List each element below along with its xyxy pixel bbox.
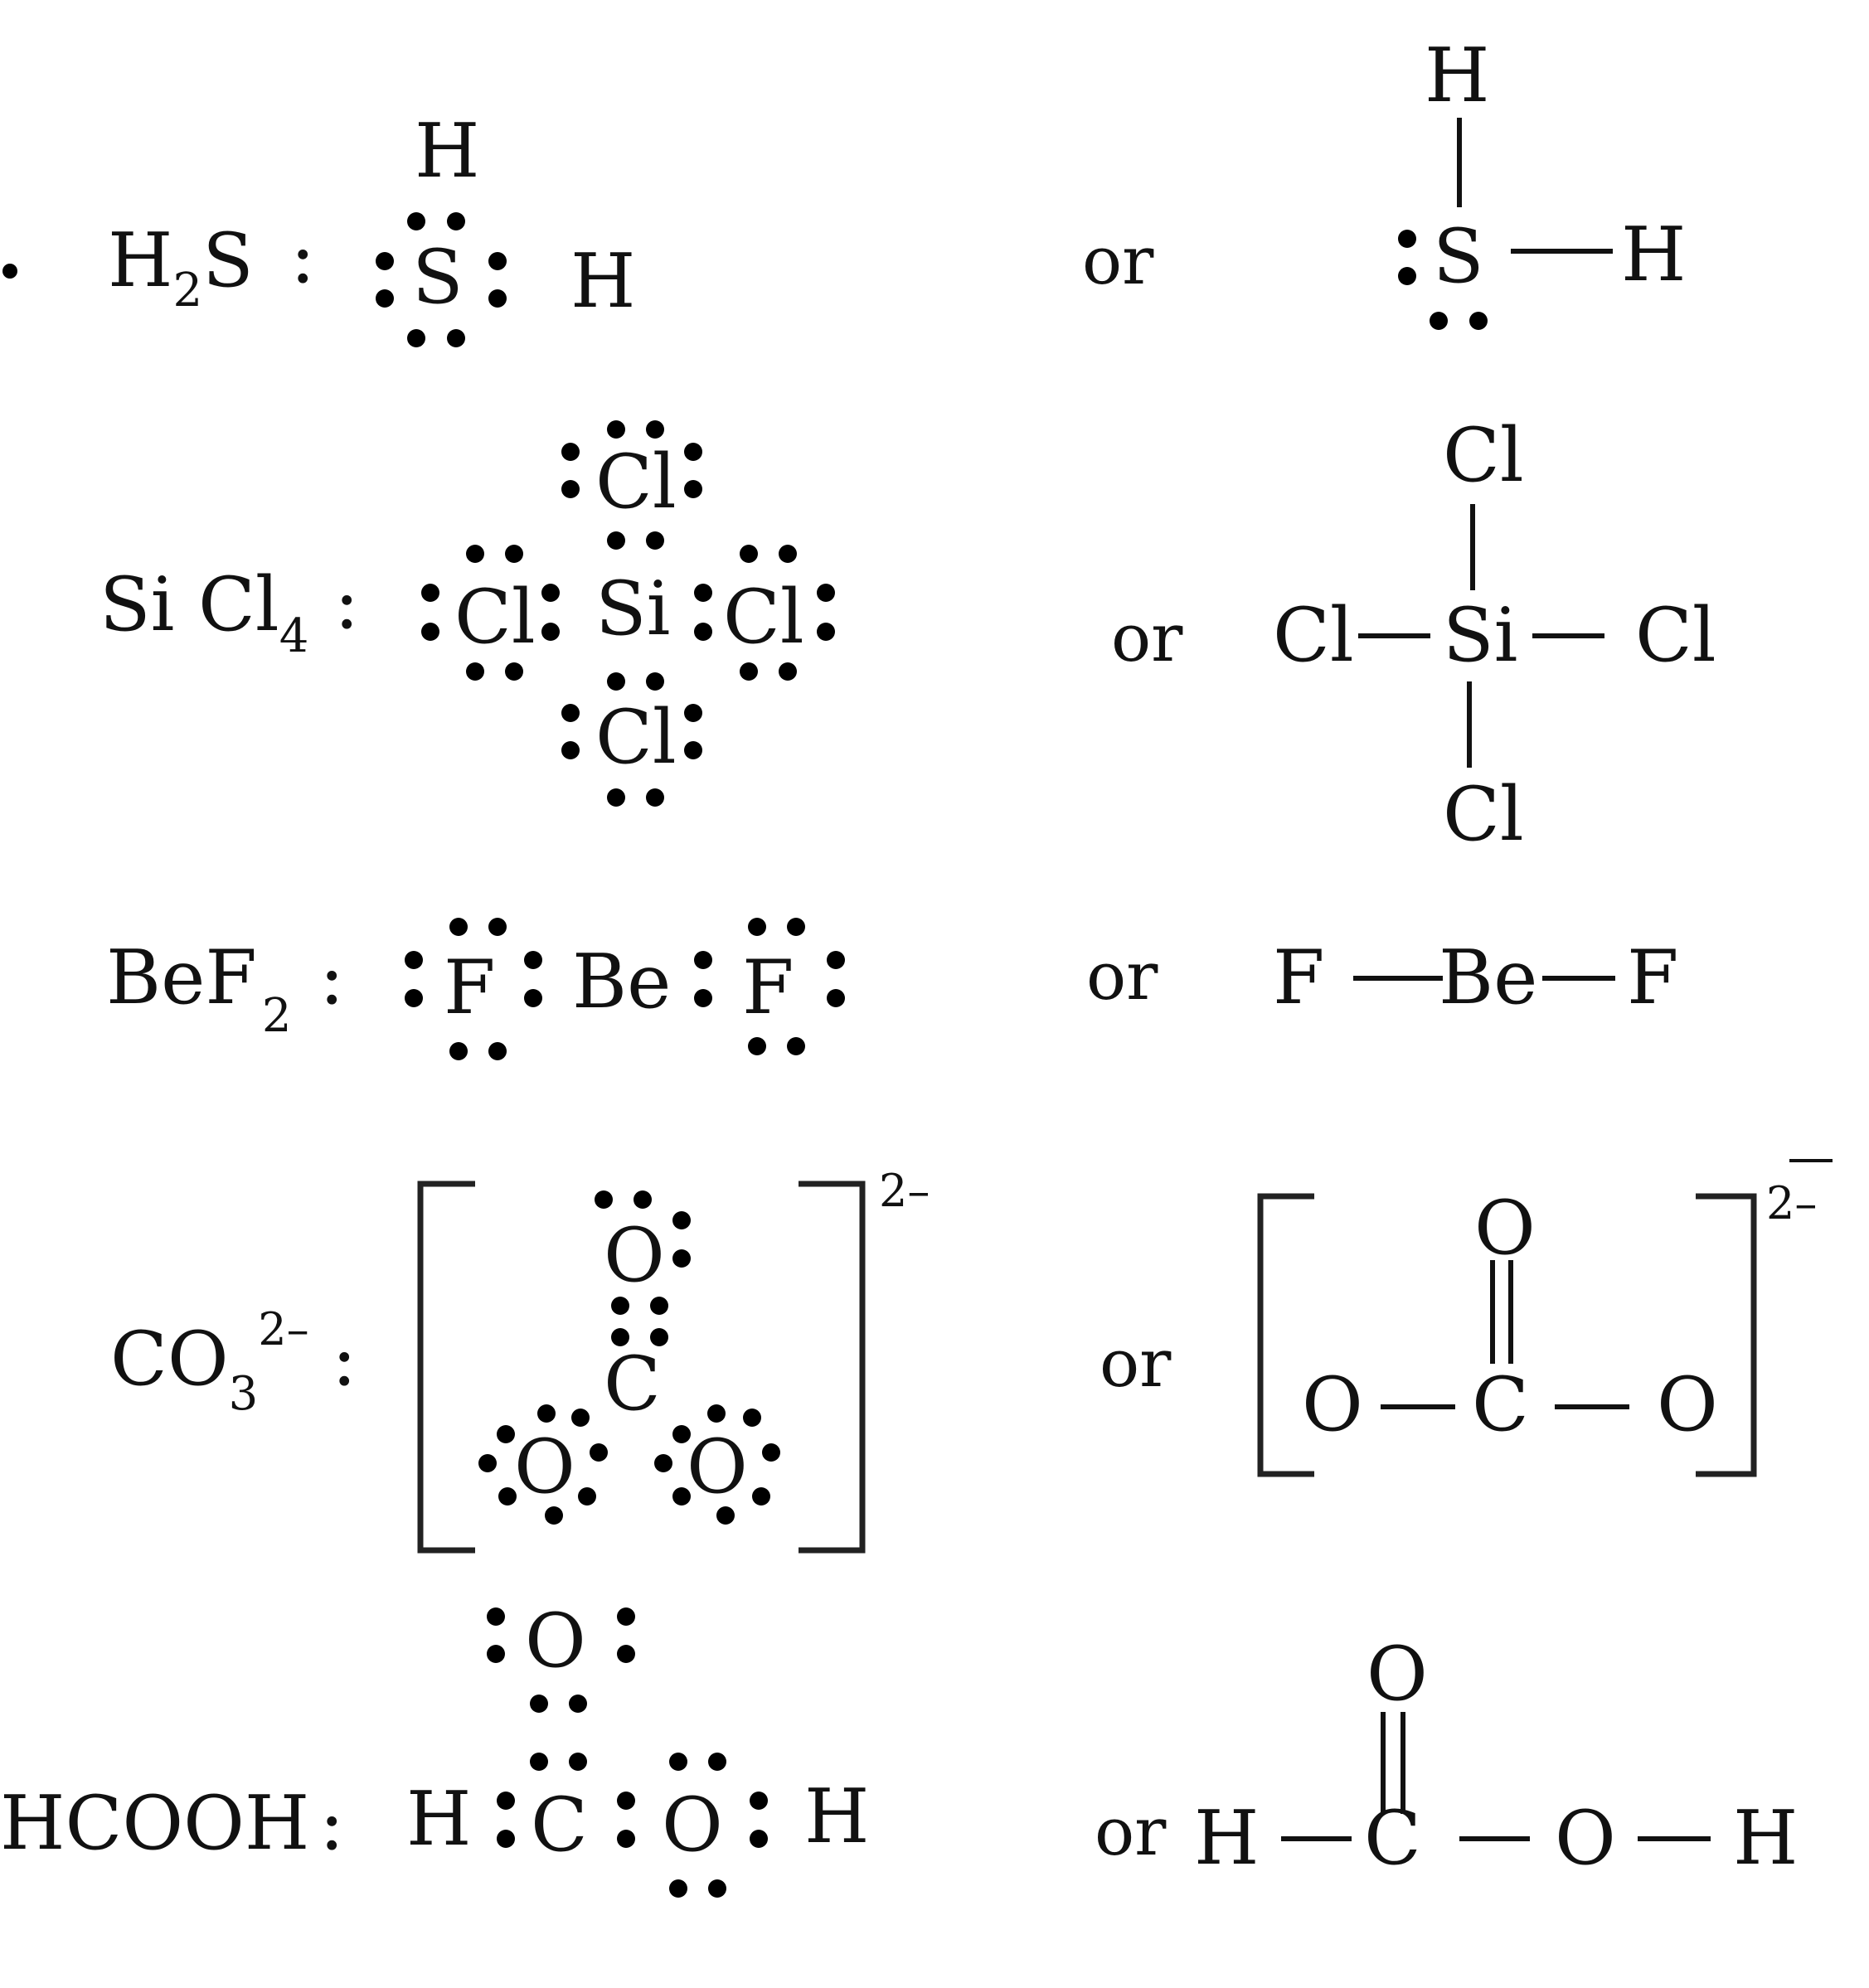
structural-h2s: H S H (1398, 32, 1687, 330)
lewis-bef2: F Be F (405, 918, 845, 1060)
structural-sicl4-atom-cl-top: Cl (1443, 412, 1524, 499)
structural-co3-atom-o-left: O (1302, 1361, 1363, 1448)
row-h2s: H2S : H S H or H S H (108, 32, 1687, 347)
structural-co3-atom-o-right: O (1657, 1361, 1718, 1448)
structural-co3: 2– O O C O (1257, 1159, 1833, 1477)
structural-sicl4-atom-cl-left: Cl (1273, 592, 1354, 679)
colon-bef2: : (319, 934, 344, 1021)
structural-bef2-atom-f-left: F (1273, 934, 1324, 1021)
structural-hcooh: O H C O H (1194, 1631, 1799, 1882)
lewis-co3-bracket-left (417, 1181, 475, 1554)
or-sicl4: or (1111, 599, 1183, 676)
colon-co3: : (332, 1316, 357, 1403)
lewis-sicl4-atom-si: Si (595, 565, 670, 652)
structural-co3-bracket-right (1696, 1193, 1757, 1477)
colon-hcooh: : (319, 1780, 344, 1867)
row-co3: CO32– : 2– O C O O (110, 1159, 1833, 1554)
structural-hcooh-atom-h-right: H (1733, 1795, 1799, 1882)
lewis-co3: 2– O C O O (417, 1165, 930, 1554)
structural-bef2-atom-be: Be (1439, 934, 1537, 1021)
lewis-co3-dots (478, 1190, 780, 1525)
lewis-sicl4-atom-cl-right: Cl (723, 574, 804, 661)
formula-h2s: H2S (108, 217, 254, 318)
lewis-hcooh-atom-o-top: O (525, 1598, 586, 1685)
colon-h2s: : (290, 213, 315, 300)
structural-hcooh-atom-o-top: O (1367, 1631, 1428, 1718)
structural-h2s-lone-pairs (1398, 230, 1488, 330)
lewis-co3-charge: 2– (879, 1165, 930, 1217)
structural-sicl4-atom-cl-bottom: Cl (1443, 771, 1524, 858)
lewis-co3-atom-o-top: O (604, 1212, 665, 1299)
lewis-sicl4-atom-cl-left: Cl (454, 574, 536, 661)
structural-hcooh-atom-h-left: H (1194, 1795, 1260, 1882)
or-hcooh: or (1095, 1793, 1167, 1870)
structural-hcooh-atom-o: O (1555, 1795, 1616, 1882)
structural-bef2-atom-f-right: F (1627, 934, 1678, 1021)
lewis-h2s: H S H (376, 108, 636, 347)
lewis-h2s-atom-s: S (412, 234, 464, 321)
row-sicl4: Si Cl4 : Cl Cl Si Cl Cl (100, 412, 1716, 858)
structural-bef2: F Be F (1273, 934, 1678, 1021)
lewis-hcooh-atom-c: C (531, 1782, 588, 1869)
lewis-co3-atom-c: C (604, 1341, 661, 1428)
lewis-hcooh-dots (487, 1607, 768, 1898)
row-hcooh: HCOOH : O H C O H (0, 1598, 1799, 1898)
structural-sicl4-atom-cl-right: Cl (1635, 592, 1716, 679)
lewis-sicl4-atom-cl-bottom: Cl (595, 694, 677, 781)
list-marker-dot (2, 264, 17, 279)
structural-co3-atom-c: C (1472, 1361, 1529, 1448)
lewis-h2s-atom-h-top: H (415, 108, 480, 195)
lewis-hcooh: O H C O H (406, 1598, 870, 1898)
lewis-h2s-atom-h-right: H (570, 238, 636, 325)
lewis-h2s-dots (376, 212, 507, 347)
structural-h2s-atom-h-right: H (1621, 211, 1687, 298)
lewis-bef2-dots (405, 918, 845, 1060)
formula-sicl4: Si Cl4 (100, 561, 308, 663)
structural-co3-atom-o-top: O (1474, 1185, 1536, 1272)
lewis-bef2-atom-f-left: F (444, 944, 495, 1031)
structural-sicl4: Cl Cl Si Cl Cl (1273, 412, 1716, 858)
or-bef2: or (1086, 938, 1158, 1015)
or-h2s: or (1082, 222, 1154, 299)
lewis-sicl4: Cl Cl Si Cl Cl (421, 420, 835, 807)
structural-hcooh-atom-c: C (1364, 1795, 1421, 1882)
or-co3: or (1100, 1325, 1172, 1402)
lewis-sicl4-atom-cl-top: Cl (595, 439, 677, 526)
lewis-bef2-atom-be: Be (572, 938, 671, 1026)
formula-hcooh: HCOOH (0, 1780, 309, 1867)
structural-sicl4-atom-si: Si (1443, 592, 1517, 679)
lewis-bef2-atom-f-right: F (742, 944, 794, 1031)
structural-h2s-atom-s: S (1433, 213, 1484, 300)
lewis-hcooh-atom-h-right: H (804, 1773, 870, 1860)
structural-h2s-atom-h-top: H (1425, 32, 1490, 119)
lewis-hcooh-atom-o: O (662, 1782, 723, 1869)
structural-co3-bracket-left (1257, 1193, 1314, 1477)
colon-sicl4: : (334, 559, 359, 646)
lewis-co3-atom-o-bottom-right: O (687, 1423, 748, 1510)
lewis-co3-atom-o-bottom-left: O (514, 1423, 575, 1510)
lewis-hcooh-atom-h-left: H (406, 1776, 472, 1863)
lewis-sicl4-dots (421, 420, 835, 807)
formula-co3: CO32– (110, 1303, 309, 1421)
lewis-co3-bracket-right (799, 1181, 866, 1554)
structural-co3-charge: 2– (1766, 1177, 1817, 1229)
